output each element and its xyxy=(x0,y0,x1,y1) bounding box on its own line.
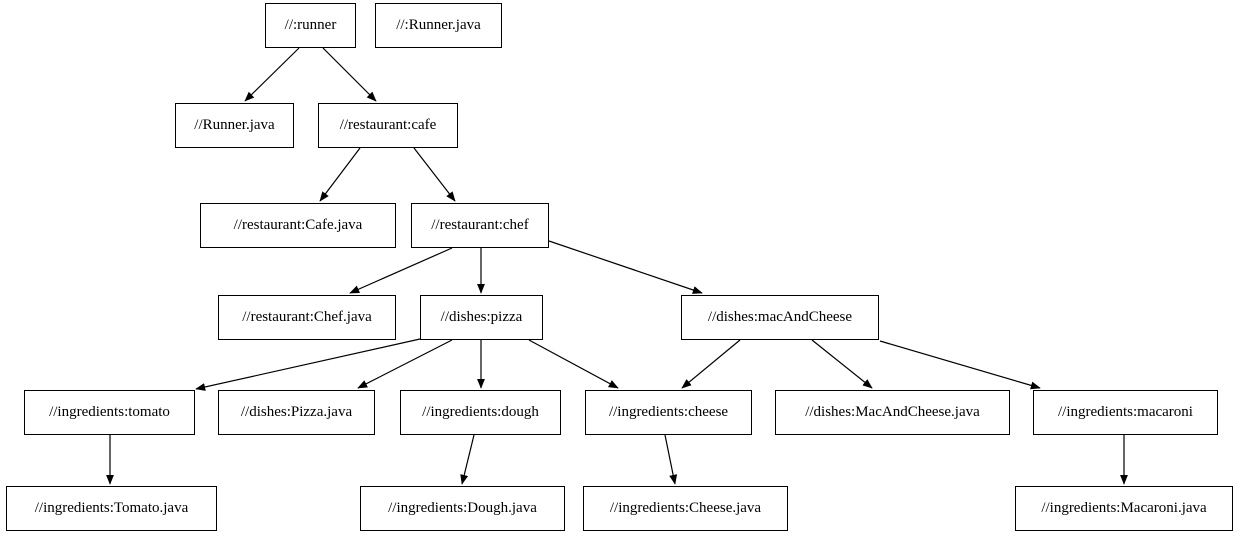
graph-node-label: //restaurant:chef xyxy=(431,217,529,233)
graph-node-ing_tomato[interactable]: //ingredients:tomato xyxy=(24,390,195,435)
graph-node-restaurant_cafe_java[interactable]: //restaurant:Cafe.java xyxy=(200,203,396,248)
graph-node-restaurant_chef[interactable]: //restaurant:chef xyxy=(411,203,549,248)
graph-node-ing_macaroni[interactable]: //ingredients:macaroni xyxy=(1033,390,1218,435)
graph-node-label: //ingredients:macaroni xyxy=(1058,404,1193,420)
graph-node-label: //ingredients:dough xyxy=(422,404,539,420)
graph-node-label: //ingredients:Tomato.java xyxy=(34,500,189,516)
graph-node-label: //dishes:macAndCheese xyxy=(707,309,853,325)
graph-node-label: //dishes:Pizza.java xyxy=(240,404,353,420)
graph-node-label: //dishes:pizza xyxy=(440,309,523,325)
graph-node-label: //ingredients:Macaroni.java xyxy=(1041,500,1207,516)
graph-node-label: //restaurant:cafe xyxy=(339,117,437,133)
graph-node-dishes_mac_java[interactable]: //dishes:MacAndCheese.java xyxy=(775,390,1010,435)
graph-node-runner_java[interactable]: //Runner.java xyxy=(175,103,294,148)
graph-node-ing_dough_java[interactable]: //ingredients:Dough.java xyxy=(360,486,565,531)
graph-node-label: //:runner xyxy=(284,17,337,33)
graph-node-restaurant_chef_java[interactable]: //restaurant:Chef.java xyxy=(218,295,396,340)
graph-node-ing_dough[interactable]: //ingredients:dough xyxy=(400,390,561,435)
graph-node-dishes_macandcheese[interactable]: //dishes:macAndCheese xyxy=(681,295,879,340)
graph-node-ing_tomato_java[interactable]: //ingredients:Tomato.java xyxy=(6,486,217,531)
graph-node-label: //ingredients:tomato xyxy=(49,404,170,420)
graph-node-label: //:Runner.java xyxy=(396,17,481,33)
graph-node-label: //Runner.java xyxy=(194,117,275,133)
graph-node-ing_cheese_java[interactable]: //ingredients:Cheese.java xyxy=(583,486,788,531)
graph-node-label: //ingredients:cheese xyxy=(608,404,729,420)
graph-node-dishes_pizza_java[interactable]: //dishes:Pizza.java xyxy=(218,390,375,435)
graph-node-label: //restaurant:Chef.java xyxy=(242,309,372,325)
graph-node-ing_macaroni_java[interactable]: //ingredients:Macaroni.java xyxy=(1015,486,1233,531)
graph-node-runner[interactable]: //:runner xyxy=(265,3,356,48)
graph-node-restaurant_cafe[interactable]: //restaurant:cafe xyxy=(318,103,458,148)
graph-node-runner_java_root[interactable]: //:Runner.java xyxy=(375,3,502,48)
graph-node-label: //ingredients:Dough.java xyxy=(388,500,537,516)
graph-node-label: //dishes:MacAndCheese.java xyxy=(805,404,980,420)
graph-node-label: //restaurant:Cafe.java xyxy=(233,217,363,233)
graph-node-ing_cheese[interactable]: //ingredients:cheese xyxy=(585,390,752,435)
graph-node-dishes_pizza[interactable]: //dishes:pizza xyxy=(420,295,543,340)
graph-node-label: //ingredients:Cheese.java xyxy=(609,500,762,516)
